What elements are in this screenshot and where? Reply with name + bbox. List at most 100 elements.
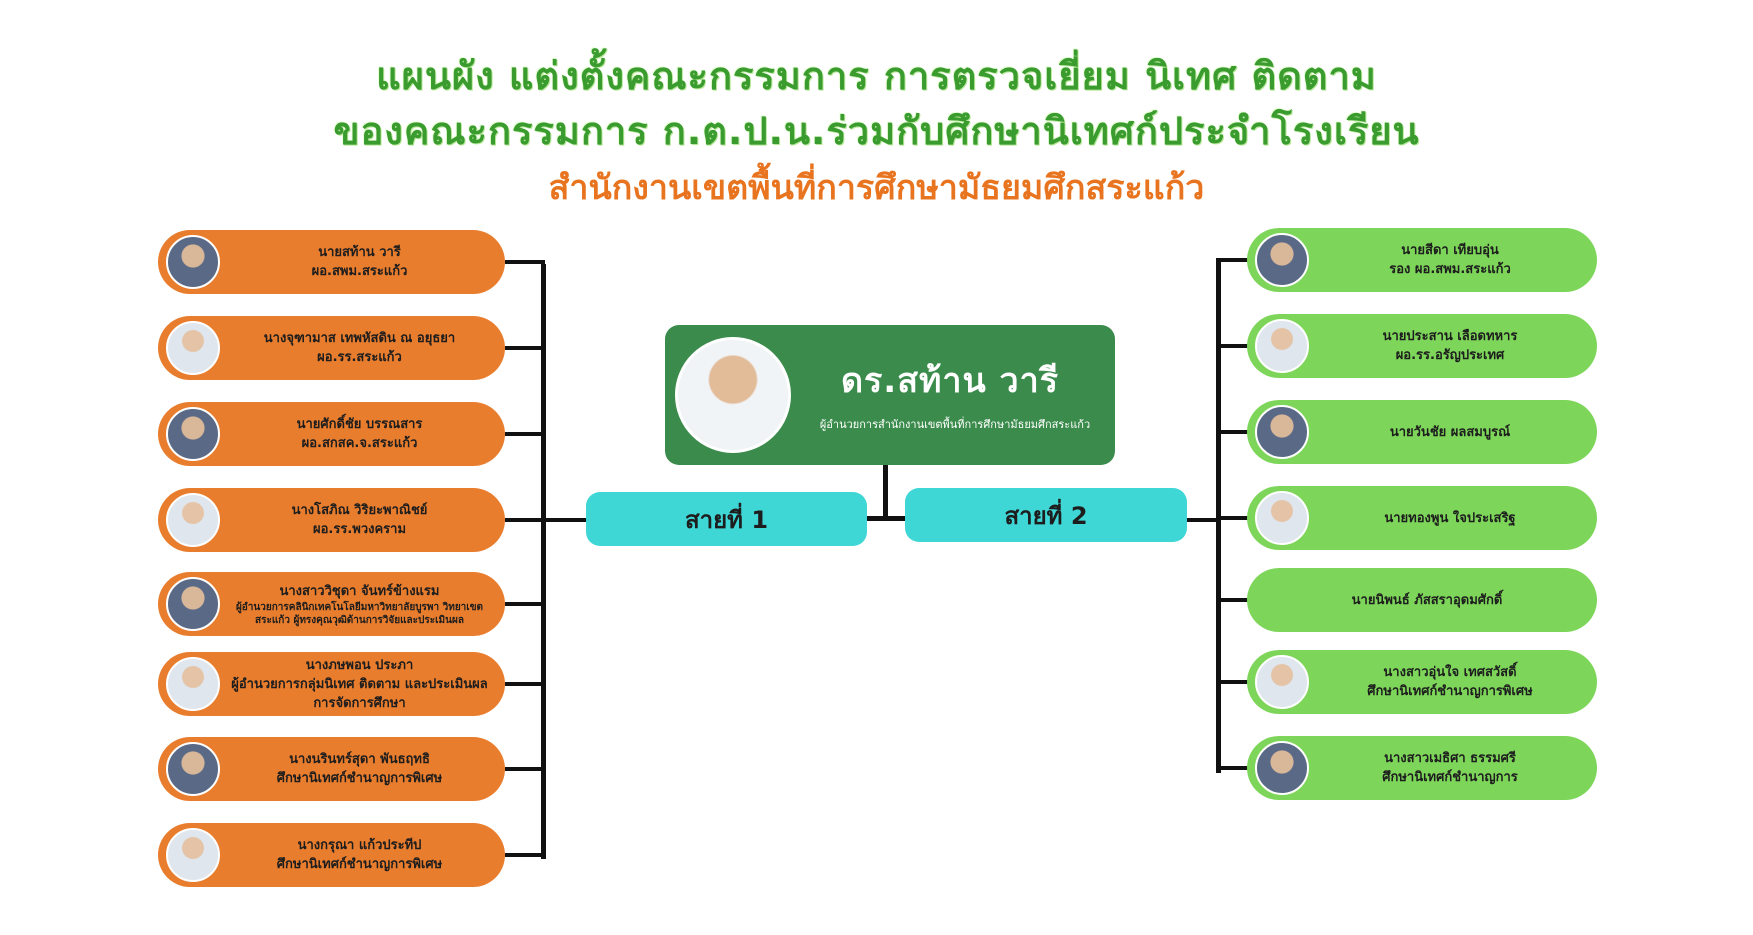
member-text: นางสาววิชุดา จันทร์ข้างแรมผู้อำนวยการคลิ…: [224, 572, 495, 636]
member-name: นางกรุณา แก้วประทีป: [297, 838, 422, 853]
member-name: นางจุฑามาส เทพหัสดิน ณ อยุธยา: [263, 331, 456, 346]
member-position: สระแก้ว ผู้ทรงคุณวุฒิด้านการวิจัยและประเ…: [255, 614, 464, 626]
member-position: รอง ผอ.สพม.สระแก้ว: [1389, 262, 1511, 277]
right-member-connector: [1216, 516, 1248, 520]
member-photo: [1255, 405, 1309, 459]
member-photo: [166, 742, 220, 796]
member-photo: [1255, 655, 1309, 709]
branch-1-member-card: นายศักดิ์ชัย บรรณสารผอ.สกสค.จ.สระแก้ว: [158, 402, 505, 466]
member-photo: [1255, 741, 1309, 795]
member-name: นายสีดา เทียบอุ่น: [1401, 243, 1499, 258]
left-member-connector: [505, 682, 545, 686]
member-text: นายสท้าน วารีผอ.สพม.สระแก้ว: [224, 230, 495, 294]
left-member-connector: [505, 518, 545, 522]
member-text: นายประสาน เลือดทหารผอ.รร.อรัญประเทศ: [1313, 314, 1587, 378]
left-member-connector: [505, 602, 545, 606]
branch-1-member-card: นางโสภิณ วิริยะพาณิชย์ผอ.รร.พวงคราม: [158, 488, 505, 552]
branch-2-member-card: นางสาวเมธิศา ธรรมศรีศึกษานิเทศก์ชำนาญการ: [1247, 736, 1597, 800]
member-photo: [166, 657, 220, 711]
branch-1-member-card: นางนรินทร์สุดา พันธฤทธิศึกษานิเทศก์ชำนาญ…: [158, 737, 505, 801]
member-text: นางภษพอน ประภาผู้อำนวยการกลุ่มนิเทศ ติดต…: [224, 652, 495, 716]
member-name: นางสาวเมธิศา ธรรมศรี: [1384, 751, 1516, 766]
member-text: นางจุฑามาส เทพหัสดิน ณ อยุธยาผอ.รร.สระแก…: [224, 316, 495, 380]
member-position: ศึกษานิเทศก์ชำนาญการพิเศษ: [276, 771, 443, 786]
director-photo: [675, 337, 791, 453]
member-name: นายสท้าน วารี: [318, 245, 401, 260]
branch-1-node: สายที่ 1: [586, 492, 867, 546]
branch-2-member-card: นายสีดา เทียบอุ่นรอง ผอ.สพม.สระแก้ว: [1247, 228, 1597, 292]
member-text: นายนิพนธ์ ภัสสราอุดมศักดิ์: [1267, 568, 1587, 632]
director-node: ดร.สท้าน วารี ผู้อำนวยการสำนักงานเขตพื้น…: [665, 325, 1115, 465]
right-member-connector: [1216, 766, 1248, 770]
branch-1-member-card: นางจุฑามาส เทพหัสดิน ณ อยุธยาผอ.รร.สระแก…: [158, 316, 505, 380]
chart-title-line-1: แผนผัง แต่งตั้งคณะกรรมการ การตรวจเยี่ยม …: [376, 54, 1377, 98]
member-text: นางสาวอุ่นใจ เทศสวัสดิ์ศึกษานิเทศก์ชำนาญ…: [1313, 650, 1587, 714]
member-text: นายวันชัย ผลสมบูรณ์: [1313, 400, 1587, 464]
branch-2-member-card: นายวันชัย ผลสมบูรณ์: [1247, 400, 1597, 464]
center-stem-line: [883, 465, 888, 520]
member-text: นายทองพูน ใจประเสริฐ: [1313, 486, 1587, 550]
member-photo: [1255, 233, 1309, 287]
member-name: นายประสาน เลือดทหาร: [1382, 329, 1518, 344]
member-text: นายสีดา เทียบอุ่นรอง ผอ.สพม.สระแก้ว: [1313, 228, 1587, 292]
branch-2-member-card: นายประสาน เลือดทหารผอ.รร.อรัญประเทศ: [1247, 314, 1597, 378]
branch-join-line: [865, 516, 907, 521]
branch-1-member-card: นางภษพอน ประภาผู้อำนวยการกลุ่มนิเทศ ติดต…: [158, 652, 505, 716]
member-name: นางสาววิชุดา จันทร์ข้างแรม: [279, 583, 440, 599]
member-position: ผอ.สกสค.จ.สระแก้ว: [301, 436, 418, 451]
member-position: ผอ.รร.สระแก้ว: [317, 350, 402, 365]
member-photo: [1255, 319, 1309, 373]
member-text: นางนรินทร์สุดา พันธฤทธิศึกษานิเทศก์ชำนาญ…: [224, 737, 495, 801]
right-member-connector: [1216, 598, 1248, 602]
member-photo: [166, 407, 220, 461]
member-name: นางนรินทร์สุดา พันธฤทธิ: [289, 752, 430, 767]
right-member-connector: [1216, 258, 1248, 262]
member-name: นางโสภิณ วิริยะพาณิชย์: [291, 503, 428, 518]
branch-1-member-card: นายสท้าน วารีผอ.สพม.สระแก้ว: [158, 230, 505, 294]
member-position: ศึกษานิเทศก์ชำนาญการ: [1382, 770, 1518, 785]
chart-title-line-2: ของคณะกรรมการ ก.ต.ป.น.ร่วมกับศึกษานิเทศก…: [333, 109, 1420, 153]
member-photo: [166, 577, 220, 631]
member-name: นายทองพูน ใจประเสริฐ: [1384, 510, 1516, 526]
left-branch-connector: [541, 518, 586, 522]
left-trunk-line: [541, 264, 546, 859]
member-name: นางภษพอน ประภา: [305, 657, 414, 673]
branch-2-member-card: นายนิพนธ์ ภัสสราอุดมศักดิ์: [1247, 568, 1597, 632]
left-member-connector: [505, 432, 545, 436]
branch-2-member-card: นางสาวอุ่นใจ เทศสวัสดิ์ศึกษานิเทศก์ชำนาญ…: [1247, 650, 1597, 714]
director-role: ผู้อำนวยการสำนักงานเขตพื้นที่การศึกษามัธ…: [819, 418, 1091, 431]
left-member-connector: [505, 853, 545, 857]
branch-2-member-card: นายทองพูน ใจประเสริฐ: [1247, 486, 1597, 550]
member-photo: [166, 321, 220, 375]
member-position: ผู้อำนวยการคลินิกเทคโนโลยีมหาวิทยาลัยบูร…: [235, 601, 484, 613]
member-photo: [166, 235, 220, 289]
member-name: นายนิพนธ์ ภัสสราอุดมศักดิ์: [1351, 592, 1503, 608]
right-member-connector: [1216, 430, 1248, 434]
right-member-connector: [1216, 680, 1248, 684]
branch-1-member-card: นางสาววิชุดา จันทร์ข้างแรมผู้อำนวยการคลิ…: [158, 572, 505, 636]
left-member-connector: [505, 767, 545, 771]
member-position: ผอ.สพม.สระแก้ว: [311, 264, 408, 279]
member-position: ผอ.รร.พวงคราม: [312, 522, 407, 537]
member-text: นางสาวเมธิศา ธรรมศรีศึกษานิเทศก์ชำนาญการ: [1313, 736, 1587, 800]
branch-2-node: สายที่ 2: [905, 488, 1187, 542]
right-branch-connector: [1185, 518, 1219, 522]
member-text: นางโสภิณ วิริยะพาณิชย์ผอ.รร.พวงคราม: [224, 488, 495, 552]
left-member-connector: [505, 260, 545, 264]
member-photo: [166, 828, 220, 882]
member-name: นายศักดิ์ชัย บรรณสาร: [296, 417, 423, 432]
member-name: นางสาวอุ่นใจ เทศสวัสดิ์: [1383, 665, 1517, 680]
director-name: ดร.สท้าน วารี: [840, 361, 1060, 401]
member-photo: [1255, 491, 1309, 545]
right-member-connector: [1216, 344, 1248, 348]
member-name: นายวันชัย ผลสมบูรณ์: [1389, 424, 1511, 440]
member-position: การจัดการศึกษา: [313, 695, 406, 711]
chart-subtitle-office: สำนักงานเขตพื้นที่การศึกษามัธยมศึกสระแก้…: [548, 168, 1205, 208]
member-position: ผู้อำนวยการกลุ่มนิเทศ ติดตาม และประเมินผ…: [231, 676, 488, 692]
member-text: นายศักดิ์ชัย บรรณสารผอ.สกสค.จ.สระแก้ว: [224, 402, 495, 466]
branch-1-member-card: นางกรุณา แก้วประทีปศึกษานิเทศก์ชำนาญการพ…: [158, 823, 505, 887]
member-position: ผอ.รร.อรัญประเทศ: [1395, 348, 1505, 363]
member-text: นางกรุณา แก้วประทีปศึกษานิเทศก์ชำนาญการพ…: [224, 823, 495, 887]
left-member-connector: [505, 346, 545, 350]
member-photo: [166, 493, 220, 547]
